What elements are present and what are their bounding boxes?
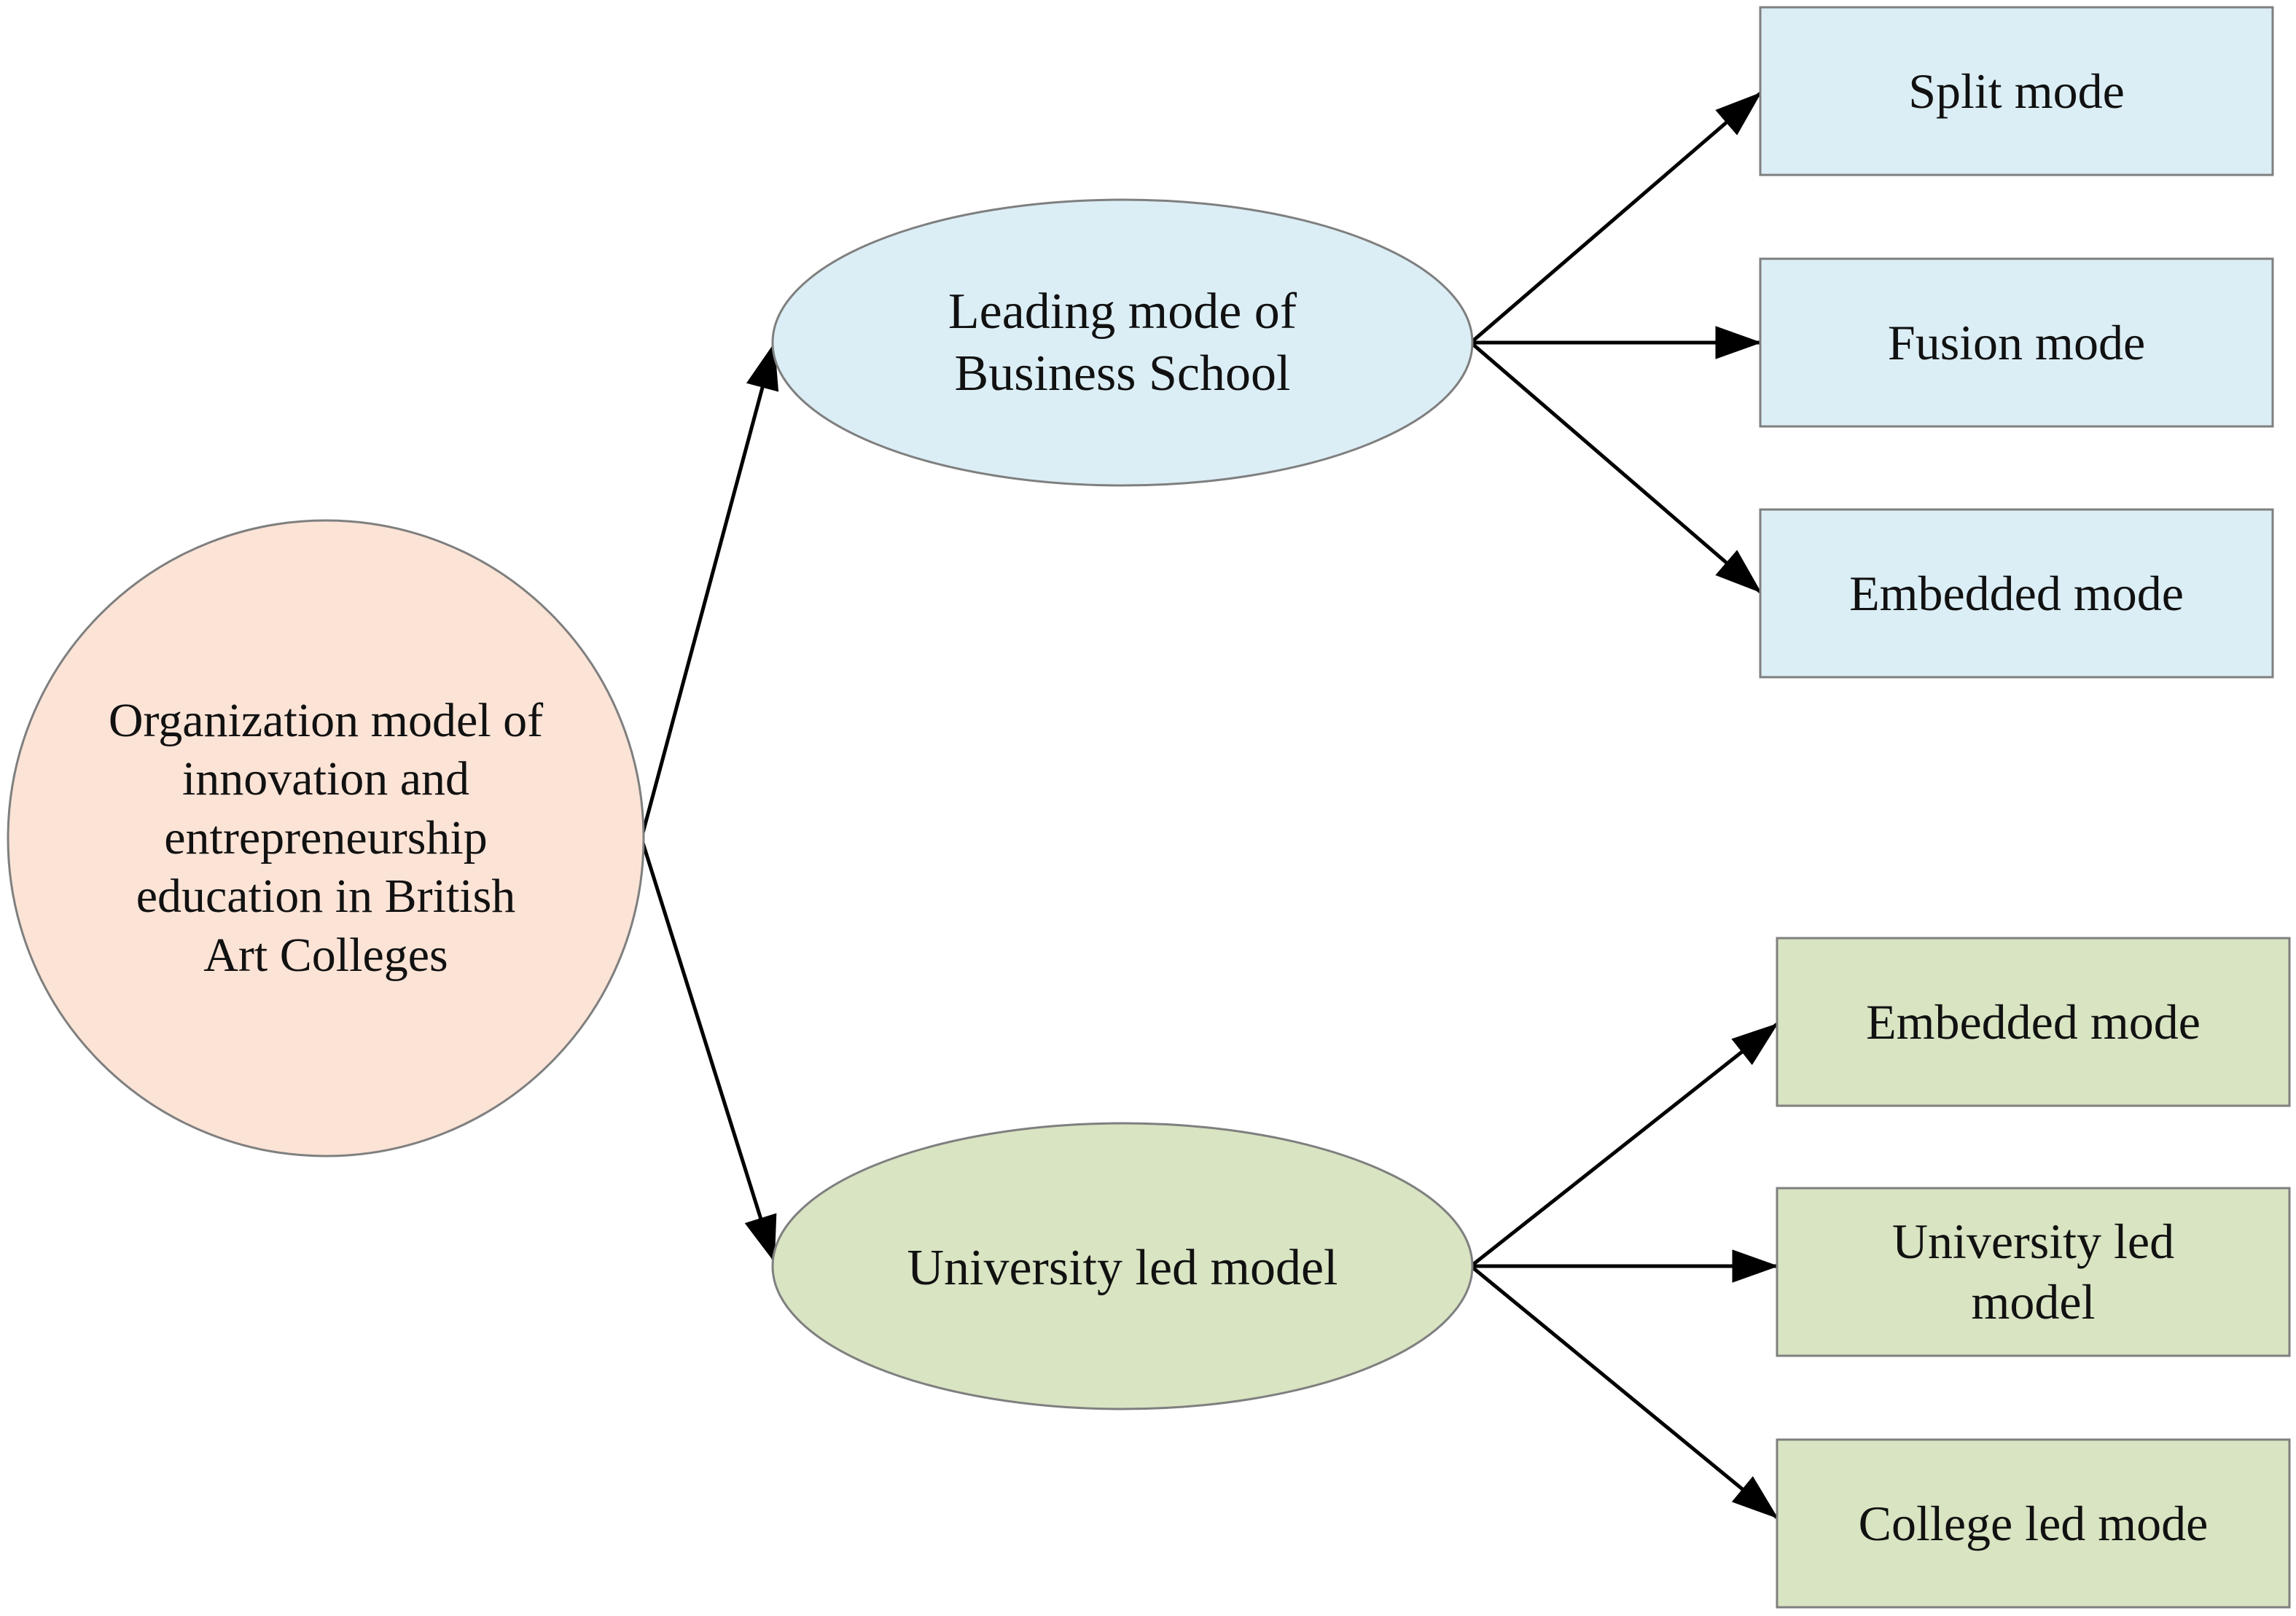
connectors — [639, 92, 1779, 1519]
root-circle — [7, 519, 645, 1158]
university-led-model-box — [1776, 1187, 2291, 1357]
arrow-business-to-embedded-mode — [1469, 341, 1762, 593]
arrow-root-to-business-school — [639, 342, 779, 839]
arrow-business-to-split-mode — [1469, 92, 1762, 344]
arrow-university-to-embedded-mode — [1469, 1023, 1778, 1268]
business-school-ellipse — [771, 198, 1474, 487]
arrow-university-to-college-led — [1469, 1265, 1778, 1519]
embedded-mode-box-bottom — [1776, 937, 2291, 1107]
fusion-mode-box — [1759, 257, 2274, 428]
embedded-mode-box-top — [1759, 508, 2274, 679]
university-led-ellipse — [771, 1122, 1474, 1410]
split-mode-box — [1759, 6, 2274, 176]
college-led-mode-box — [1776, 1438, 2291, 1609]
arrow-root-to-university-led — [639, 838, 777, 1263]
